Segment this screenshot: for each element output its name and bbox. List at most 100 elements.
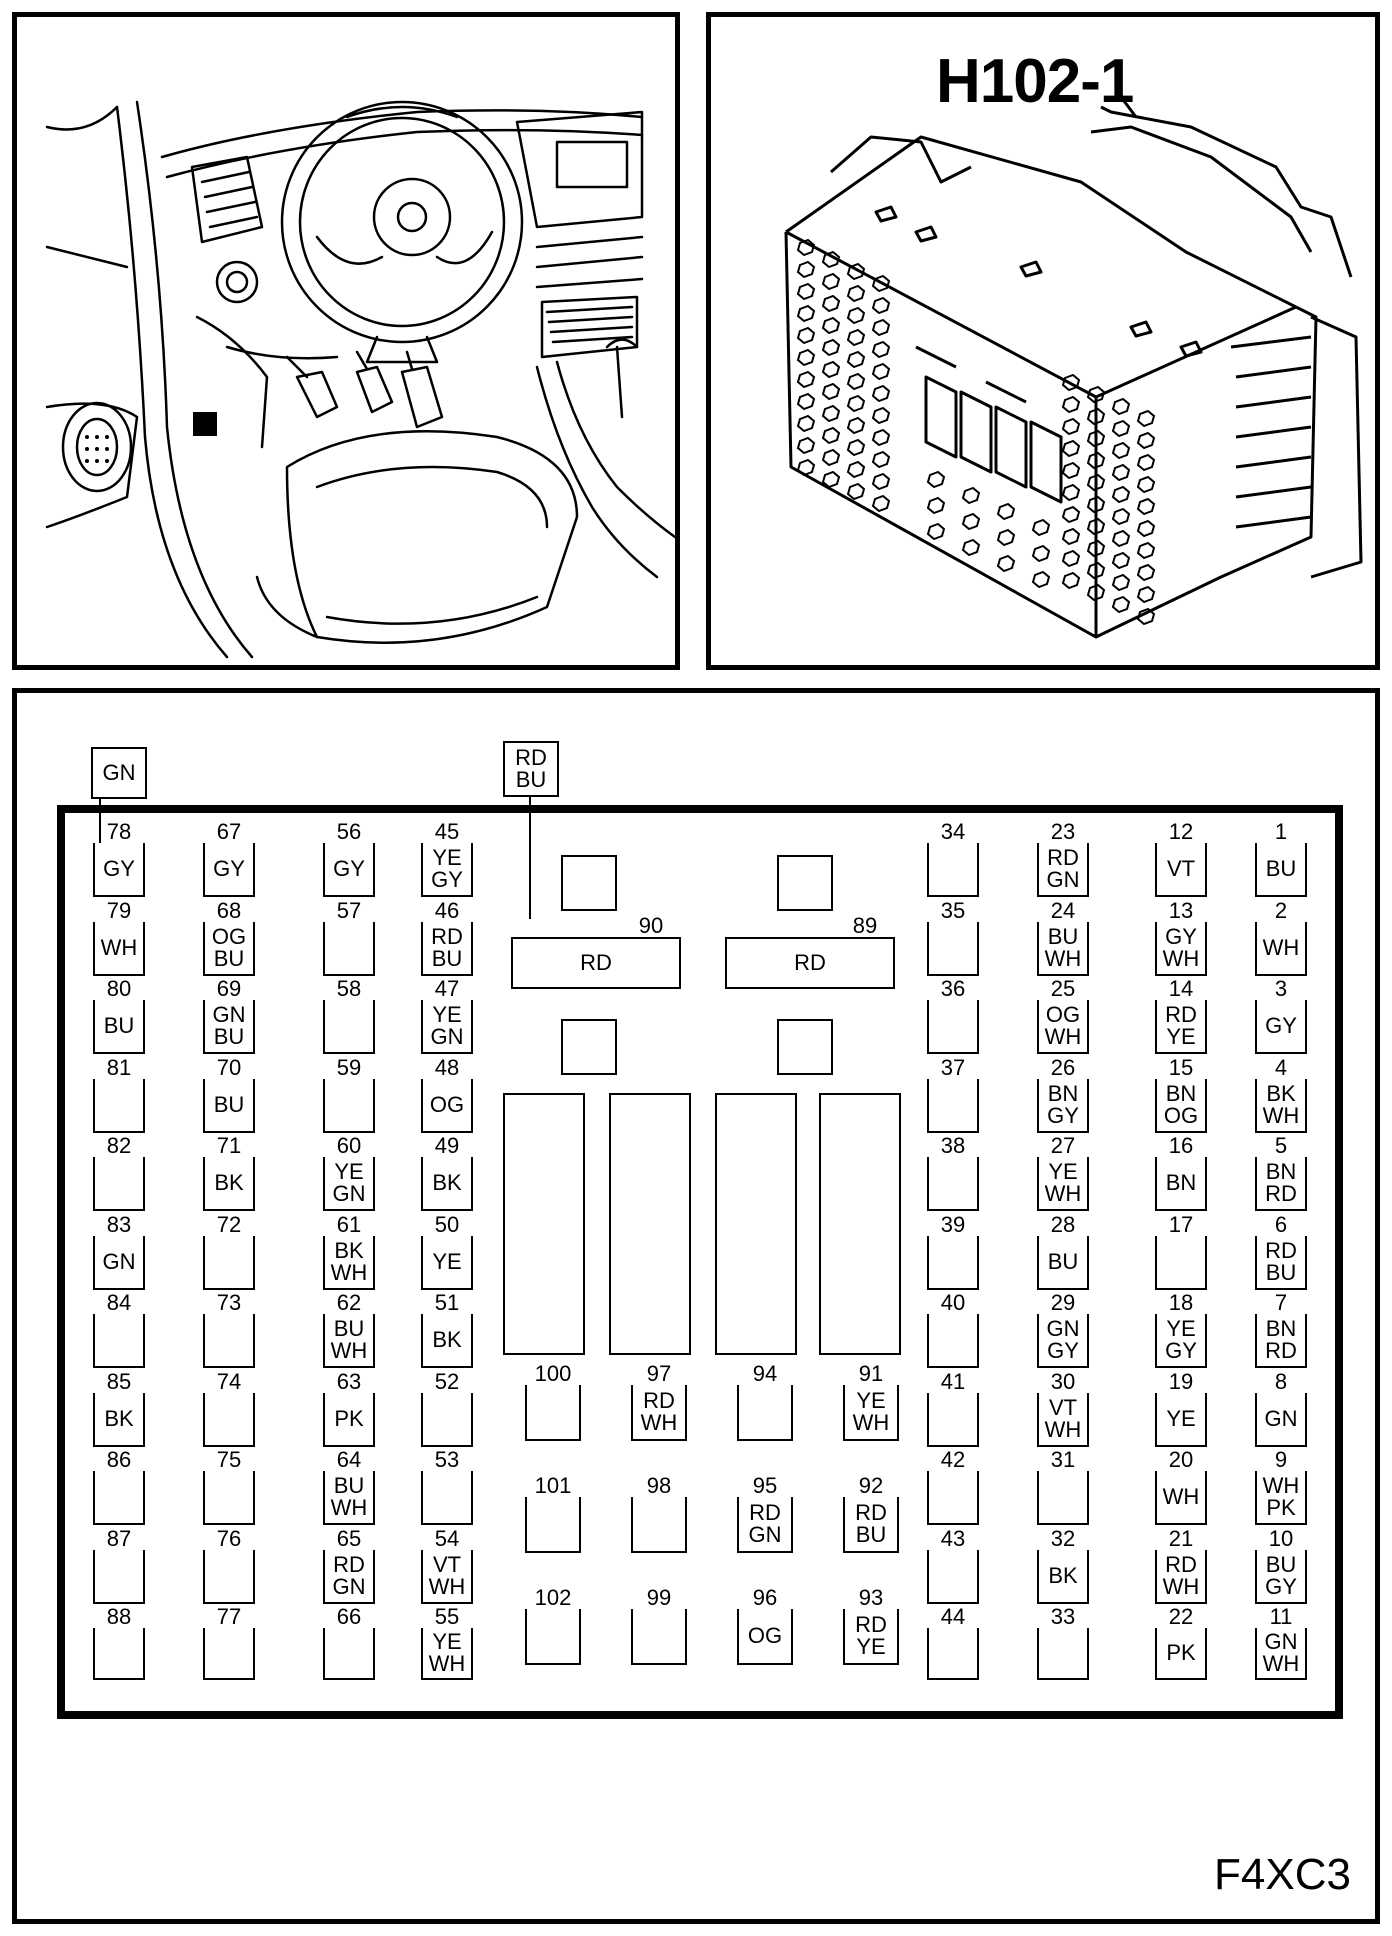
cavity-hole bbox=[1086, 407, 1106, 426]
pin-wire-color: RD bbox=[1165, 1551, 1197, 1577]
cavity-hole bbox=[1136, 497, 1156, 516]
cavity-hole bbox=[846, 460, 866, 479]
pin-cavity: PK bbox=[323, 1392, 375, 1447]
pin-wire-color: WH bbox=[1262, 1102, 1300, 1128]
pin-number: 14 bbox=[1168, 976, 1194, 1001]
pin-wire-color: BN bbox=[1165, 1170, 1197, 1195]
pin-number: 66 bbox=[336, 1604, 362, 1629]
pin-cavity: GY bbox=[323, 843, 375, 897]
pin-wire-color: RD bbox=[1265, 1338, 1297, 1363]
cavity-hole bbox=[1061, 571, 1081, 590]
pin-wire-color: GN bbox=[1046, 1316, 1080, 1341]
pin-number: 13 bbox=[1168, 897, 1194, 923]
figure-code: F4XC3 bbox=[1214, 1850, 1351, 1899]
pin-wire-color: RD bbox=[643, 1388, 675, 1413]
cavity-hole bbox=[1061, 461, 1081, 480]
pin-number: 84 bbox=[106, 1290, 132, 1315]
cavity-hole bbox=[821, 338, 841, 357]
pin-cavity bbox=[1155, 1235, 1207, 1290]
pin-cavity: WH bbox=[1155, 1471, 1207, 1525]
cavity-hole bbox=[996, 554, 1016, 573]
connector-view-panel: H102-1 bbox=[706, 12, 1380, 670]
cavity-hole bbox=[871, 406, 891, 425]
pin-number: 4 bbox=[1274, 1054, 1288, 1080]
connector-title: H102-1 bbox=[936, 47, 1134, 116]
pin-number: 78 bbox=[106, 819, 132, 844]
pin-cavity: GY bbox=[1255, 1000, 1307, 1054]
pin-cavity bbox=[203, 1235, 255, 1290]
pin-number: 74 bbox=[216, 1368, 242, 1394]
pin-cavity bbox=[421, 1392, 473, 1447]
pin-cavity: PK bbox=[1155, 1628, 1207, 1680]
pin-wire-color: RD bbox=[794, 950, 826, 975]
pin-wire-color: WH bbox=[428, 1573, 466, 1599]
cavity-hole bbox=[871, 362, 891, 381]
pin-wire-color: PK bbox=[334, 1405, 364, 1431]
pin-wire-color: WH bbox=[1044, 1416, 1082, 1442]
pin-wire-color: WH bbox=[1044, 1181, 1082, 1206]
pin-cavity bbox=[203, 1314, 255, 1368]
cavity-hole bbox=[1111, 463, 1131, 482]
cavity-hole bbox=[1061, 417, 1081, 436]
cavity-hole bbox=[1086, 385, 1106, 404]
pin-wire-color: YE bbox=[334, 1159, 364, 1184]
pin-cavity bbox=[927, 1471, 979, 1525]
pin-number: 79 bbox=[106, 897, 132, 923]
cavity-hole bbox=[1111, 507, 1131, 526]
cavity-hole bbox=[821, 426, 841, 445]
pin-wire-color: RD bbox=[749, 1500, 781, 1525]
pin-number: 22 bbox=[1168, 1604, 1194, 1629]
pin-number: 3 bbox=[1274, 976, 1288, 1001]
pin-cavity: GN bbox=[1255, 1392, 1307, 1447]
cavity-hole bbox=[1086, 517, 1106, 536]
pin-cavity: RD bbox=[511, 937, 681, 989]
cavity-hole bbox=[1031, 544, 1051, 563]
pin-wire-color: BU bbox=[213, 1091, 245, 1117]
pin-number: 88 bbox=[106, 1604, 132, 1629]
center-guide-square bbox=[561, 1019, 617, 1075]
pin-cavity bbox=[421, 1471, 473, 1525]
pin-number: 20 bbox=[1168, 1447, 1194, 1472]
pin-wire-color: VT bbox=[1048, 1394, 1078, 1420]
pin-wire-color: BN bbox=[1165, 1080, 1197, 1106]
pin-wire-color: WH bbox=[640, 1410, 678, 1435]
pin-number: 21 bbox=[1168, 1525, 1194, 1551]
pin-number: 65 bbox=[336, 1525, 362, 1551]
cavity-hole bbox=[1136, 409, 1156, 428]
pin-wire-color: GY bbox=[1165, 923, 1197, 949]
pin-wire-color: YE bbox=[432, 1002, 462, 1027]
cavity-hole bbox=[1061, 483, 1081, 502]
feed-wire-left-color: GN bbox=[102, 760, 136, 785]
pin-wire-color: BU bbox=[1265, 856, 1297, 881]
pin-wire-color: OG bbox=[429, 1091, 465, 1117]
cavity-hole bbox=[846, 306, 866, 325]
pin-wire-color: GN bbox=[1264, 1629, 1298, 1654]
pin-cavity bbox=[927, 1157, 979, 1211]
pin-wire-color: WH bbox=[1262, 934, 1300, 960]
pin-cavity bbox=[631, 1497, 687, 1553]
cavity-hole bbox=[1061, 549, 1081, 568]
pin-wire-color: BU bbox=[1265, 1259, 1297, 1285]
pin-number: 81 bbox=[106, 1054, 132, 1080]
pin-wire-color: WH bbox=[100, 934, 138, 960]
pin-number: 35 bbox=[940, 897, 966, 923]
pin-wire-color: RD bbox=[855, 1612, 887, 1637]
pin-wire-color: YE bbox=[856, 1634, 886, 1659]
pin-cavity bbox=[93, 1314, 145, 1368]
pin-wire-color: GY bbox=[1165, 1338, 1197, 1363]
pin-wire-color: BU bbox=[333, 1473, 365, 1498]
pin-number: 38 bbox=[940, 1133, 966, 1158]
pin-cavity bbox=[93, 1549, 145, 1604]
pin-wire-color: YE bbox=[1166, 1024, 1196, 1049]
connector-location-marker bbox=[193, 412, 217, 436]
pin-number: 47 bbox=[434, 976, 460, 1001]
pin-number: 40 bbox=[940, 1290, 966, 1315]
